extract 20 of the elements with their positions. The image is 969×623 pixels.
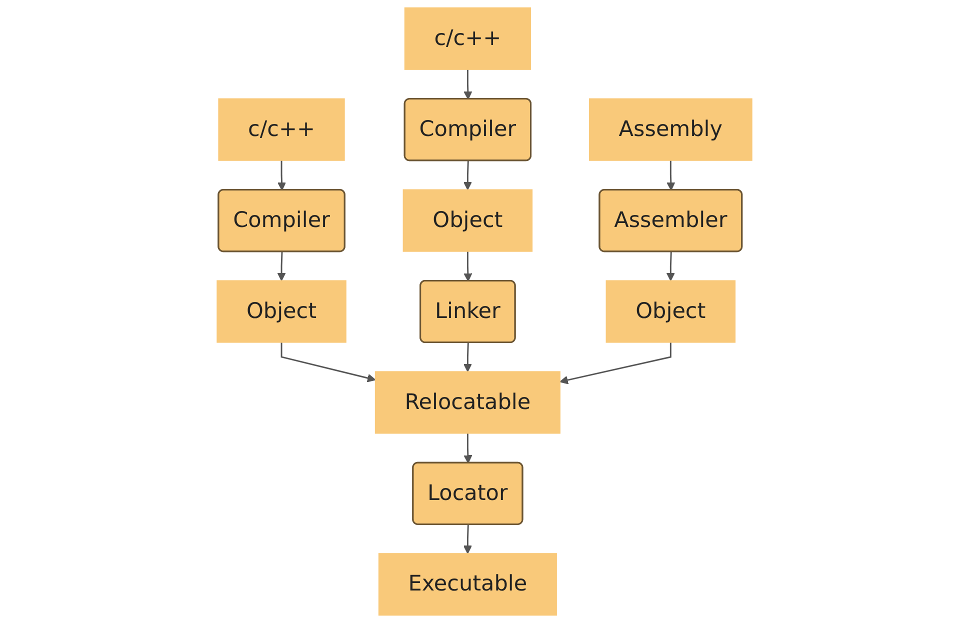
node-box: Object [216, 280, 346, 343]
node-box: Relocatable [374, 371, 560, 434]
arrow [464, 433, 472, 464]
arrow [560, 342, 672, 384]
arrow [464, 69, 472, 100]
arrow [463, 160, 472, 190]
node-box: Object [606, 280, 736, 343]
node-box: c/c++ [404, 7, 531, 70]
node-box: Executable [378, 553, 557, 616]
arrow [280, 342, 376, 382]
arrow [666, 160, 676, 191]
arrow [277, 160, 286, 191]
arrow [463, 524, 472, 554]
arrow [464, 251, 472, 282]
arrow [463, 342, 472, 372]
node-box: c/c++ [218, 98, 345, 161]
node-box: Assembly [588, 98, 752, 161]
arrow [277, 252, 286, 282]
node-box: Object [402, 189, 533, 252]
arrow [666, 252, 675, 282]
